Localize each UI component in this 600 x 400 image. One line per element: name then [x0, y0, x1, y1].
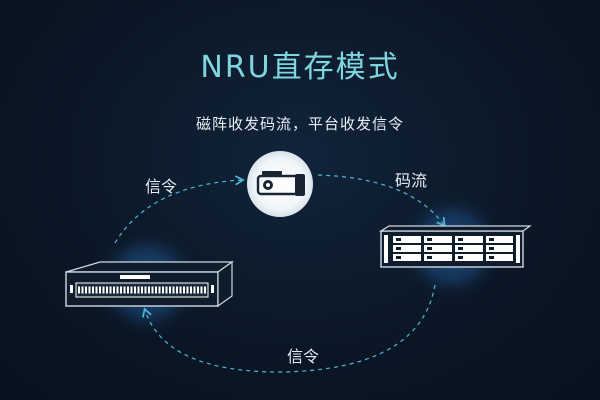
nru-server-icon: [65, 260, 234, 308]
edge-label-signal-left: 信令: [145, 177, 178, 196]
page-subtitle: 磁阵收发码流，平台收发信令: [195, 115, 404, 133]
storage-array-icon: [378, 225, 532, 268]
page-title: NRU直存模式: [200, 50, 400, 85]
edge-label-signal-bottom: 信令: [287, 347, 320, 366]
camera-icon: [247, 151, 313, 217]
arc-signal-storage-to-server: [142, 284, 436, 373]
edge-label-stream-right: 码流: [395, 171, 428, 190]
arc-signal-server-to-camera: [114, 175, 245, 244]
